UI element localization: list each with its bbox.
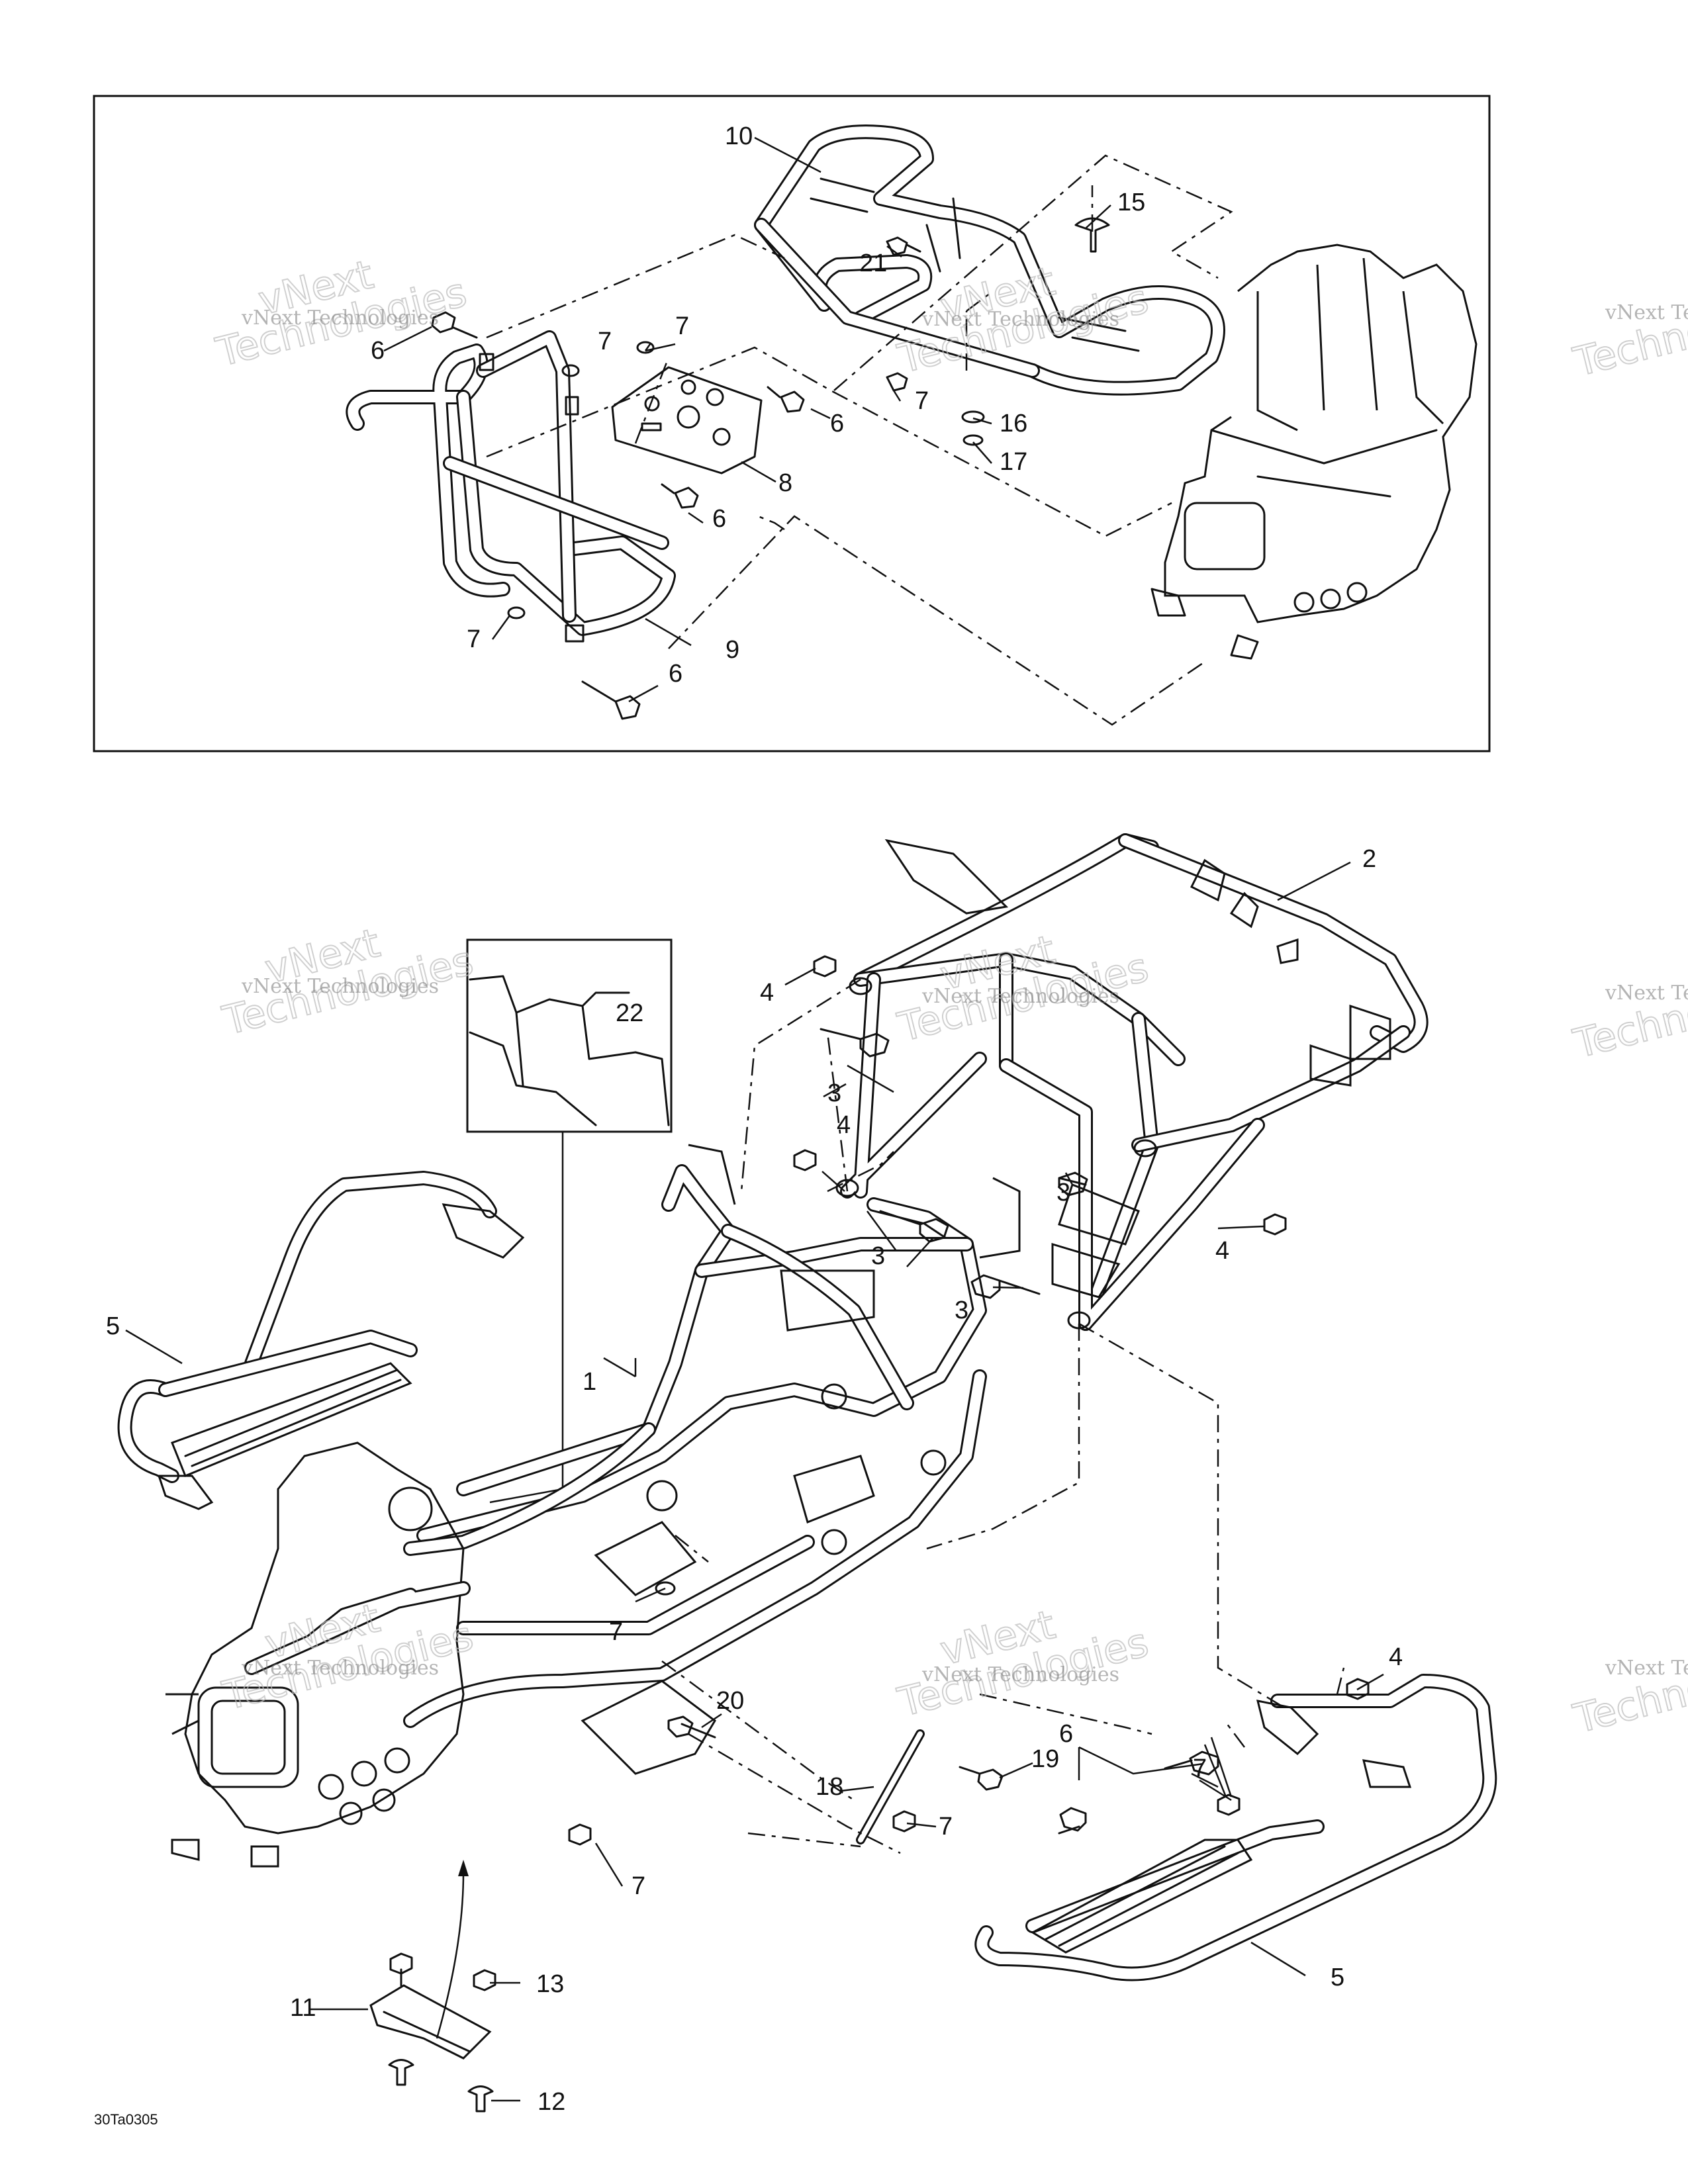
callout-18: 18	[816, 1773, 843, 1801]
callout-6: 6	[371, 337, 385, 365]
callout-7: 7	[467, 625, 481, 653]
svg-text:vNext Technologies: vNext Technologies	[241, 975, 439, 998]
main-dash-lines	[661, 978, 1345, 1854]
svg-text:vNext Technologies: vNext Technologies	[921, 985, 1119, 1008]
callout-7: 7	[939, 1813, 953, 1841]
callout-7: 7	[915, 387, 929, 415]
watermarks: Technologies vNext vNext Technologies Te…	[211, 251, 1688, 1743]
mounting-plate-part-8	[611, 366, 763, 475]
callout-10: 10	[725, 122, 753, 150]
detail-22-drawing	[469, 975, 670, 1504]
callout-7: 7	[632, 1872, 645, 1900]
callout-4: 4	[1389, 1643, 1403, 1671]
drawing-code: 30Ta0305	[94, 2111, 158, 2128]
callout-leaders	[125, 136, 1384, 2102]
callout-3: 3	[1056, 1179, 1070, 1206]
right-footrest-part-5	[974, 1674, 1497, 1981]
callout-7: 7	[598, 328, 612, 355]
callout-5: 5	[1331, 1964, 1344, 1991]
svg-text:vNext Technologies: vNext Technologies	[921, 1663, 1119, 1686]
callout-11: 11	[290, 1994, 316, 2022]
detail-inset-box-22	[466, 938, 673, 1133]
svg-text:vNext Technologies: vNext Technologies	[1605, 1657, 1688, 1680]
callout-20: 20	[716, 1687, 744, 1715]
inset-dash-lines	[486, 154, 1233, 726]
svg-text:vNext Technologies: vNext Technologies	[241, 306, 439, 330]
main-fasteners	[388, 955, 1370, 2113]
callout-3: 3	[871, 1242, 885, 1270]
left-footrest-part-5	[117, 1171, 525, 1510]
callout-7: 7	[609, 1618, 623, 1646]
svg-text:Technologies: Technologies	[1569, 1636, 1688, 1743]
callout-1: 1	[583, 1368, 596, 1396]
callout-13: 13	[536, 1970, 564, 1998]
callout-2: 2	[1362, 845, 1376, 873]
rear-subframe-part-2	[835, 833, 1429, 1331]
callout-3: 3	[827, 1079, 841, 1107]
callout-4: 4	[760, 979, 774, 1007]
callout-21: 21	[859, 250, 887, 277]
svg-text:Technologies: Technologies	[1569, 279, 1688, 386]
rear-rack-part-10	[754, 124, 1225, 396]
skid-plate-part-11	[369, 1984, 492, 2060]
callout-8: 8	[778, 469, 792, 497]
inset-fasteners	[431, 217, 1110, 720]
svg-text:vNext Technologies: vNext Technologies	[241, 1657, 439, 1680]
callout-15: 15	[1117, 189, 1145, 216]
svg-text:Technologies: Technologies	[1569, 961, 1688, 1068]
arrowhead	[458, 1860, 469, 1876]
callout-6: 6	[669, 660, 682, 688]
callout-12: 12	[538, 2088, 565, 2116]
front-bumper-part-9	[346, 330, 676, 643]
main-frame-part-1	[165, 1144, 1021, 1868]
svg-text:vNext Technologies: vNext Technologies	[1605, 301, 1688, 324]
callout-6: 6	[1059, 1720, 1073, 1748]
callout-4: 4	[837, 1111, 851, 1139]
callout-16: 16	[1000, 410, 1027, 437]
callout-5: 5	[106, 1312, 120, 1340]
assembly-arrow	[436, 1872, 465, 2039]
callout-4: 4	[1215, 1237, 1229, 1265]
callout-19: 19	[1031, 1745, 1059, 1773]
svg-text:vNext Technologies: vNext Technologies	[1605, 981, 1688, 1005]
callout-labels: 10 15 21 6 7 7 7 6 16 17 8 6 7 9 6 2 22 …	[106, 122, 1403, 2116]
inset-frame	[93, 95, 1491, 752]
callout-3: 3	[955, 1297, 968, 1324]
callout-7: 7	[1193, 1754, 1207, 1782]
callout-6: 6	[830, 410, 844, 437]
callout-17: 17	[1000, 448, 1027, 476]
callout-22: 22	[616, 999, 643, 1027]
callout-6: 6	[712, 505, 726, 533]
callout-7: 7	[675, 312, 689, 340]
frame-detail-inset	[1150, 244, 1477, 660]
svg-text:vNext Technologies: vNext Technologies	[921, 308, 1119, 331]
callout-9: 9	[726, 636, 739, 664]
